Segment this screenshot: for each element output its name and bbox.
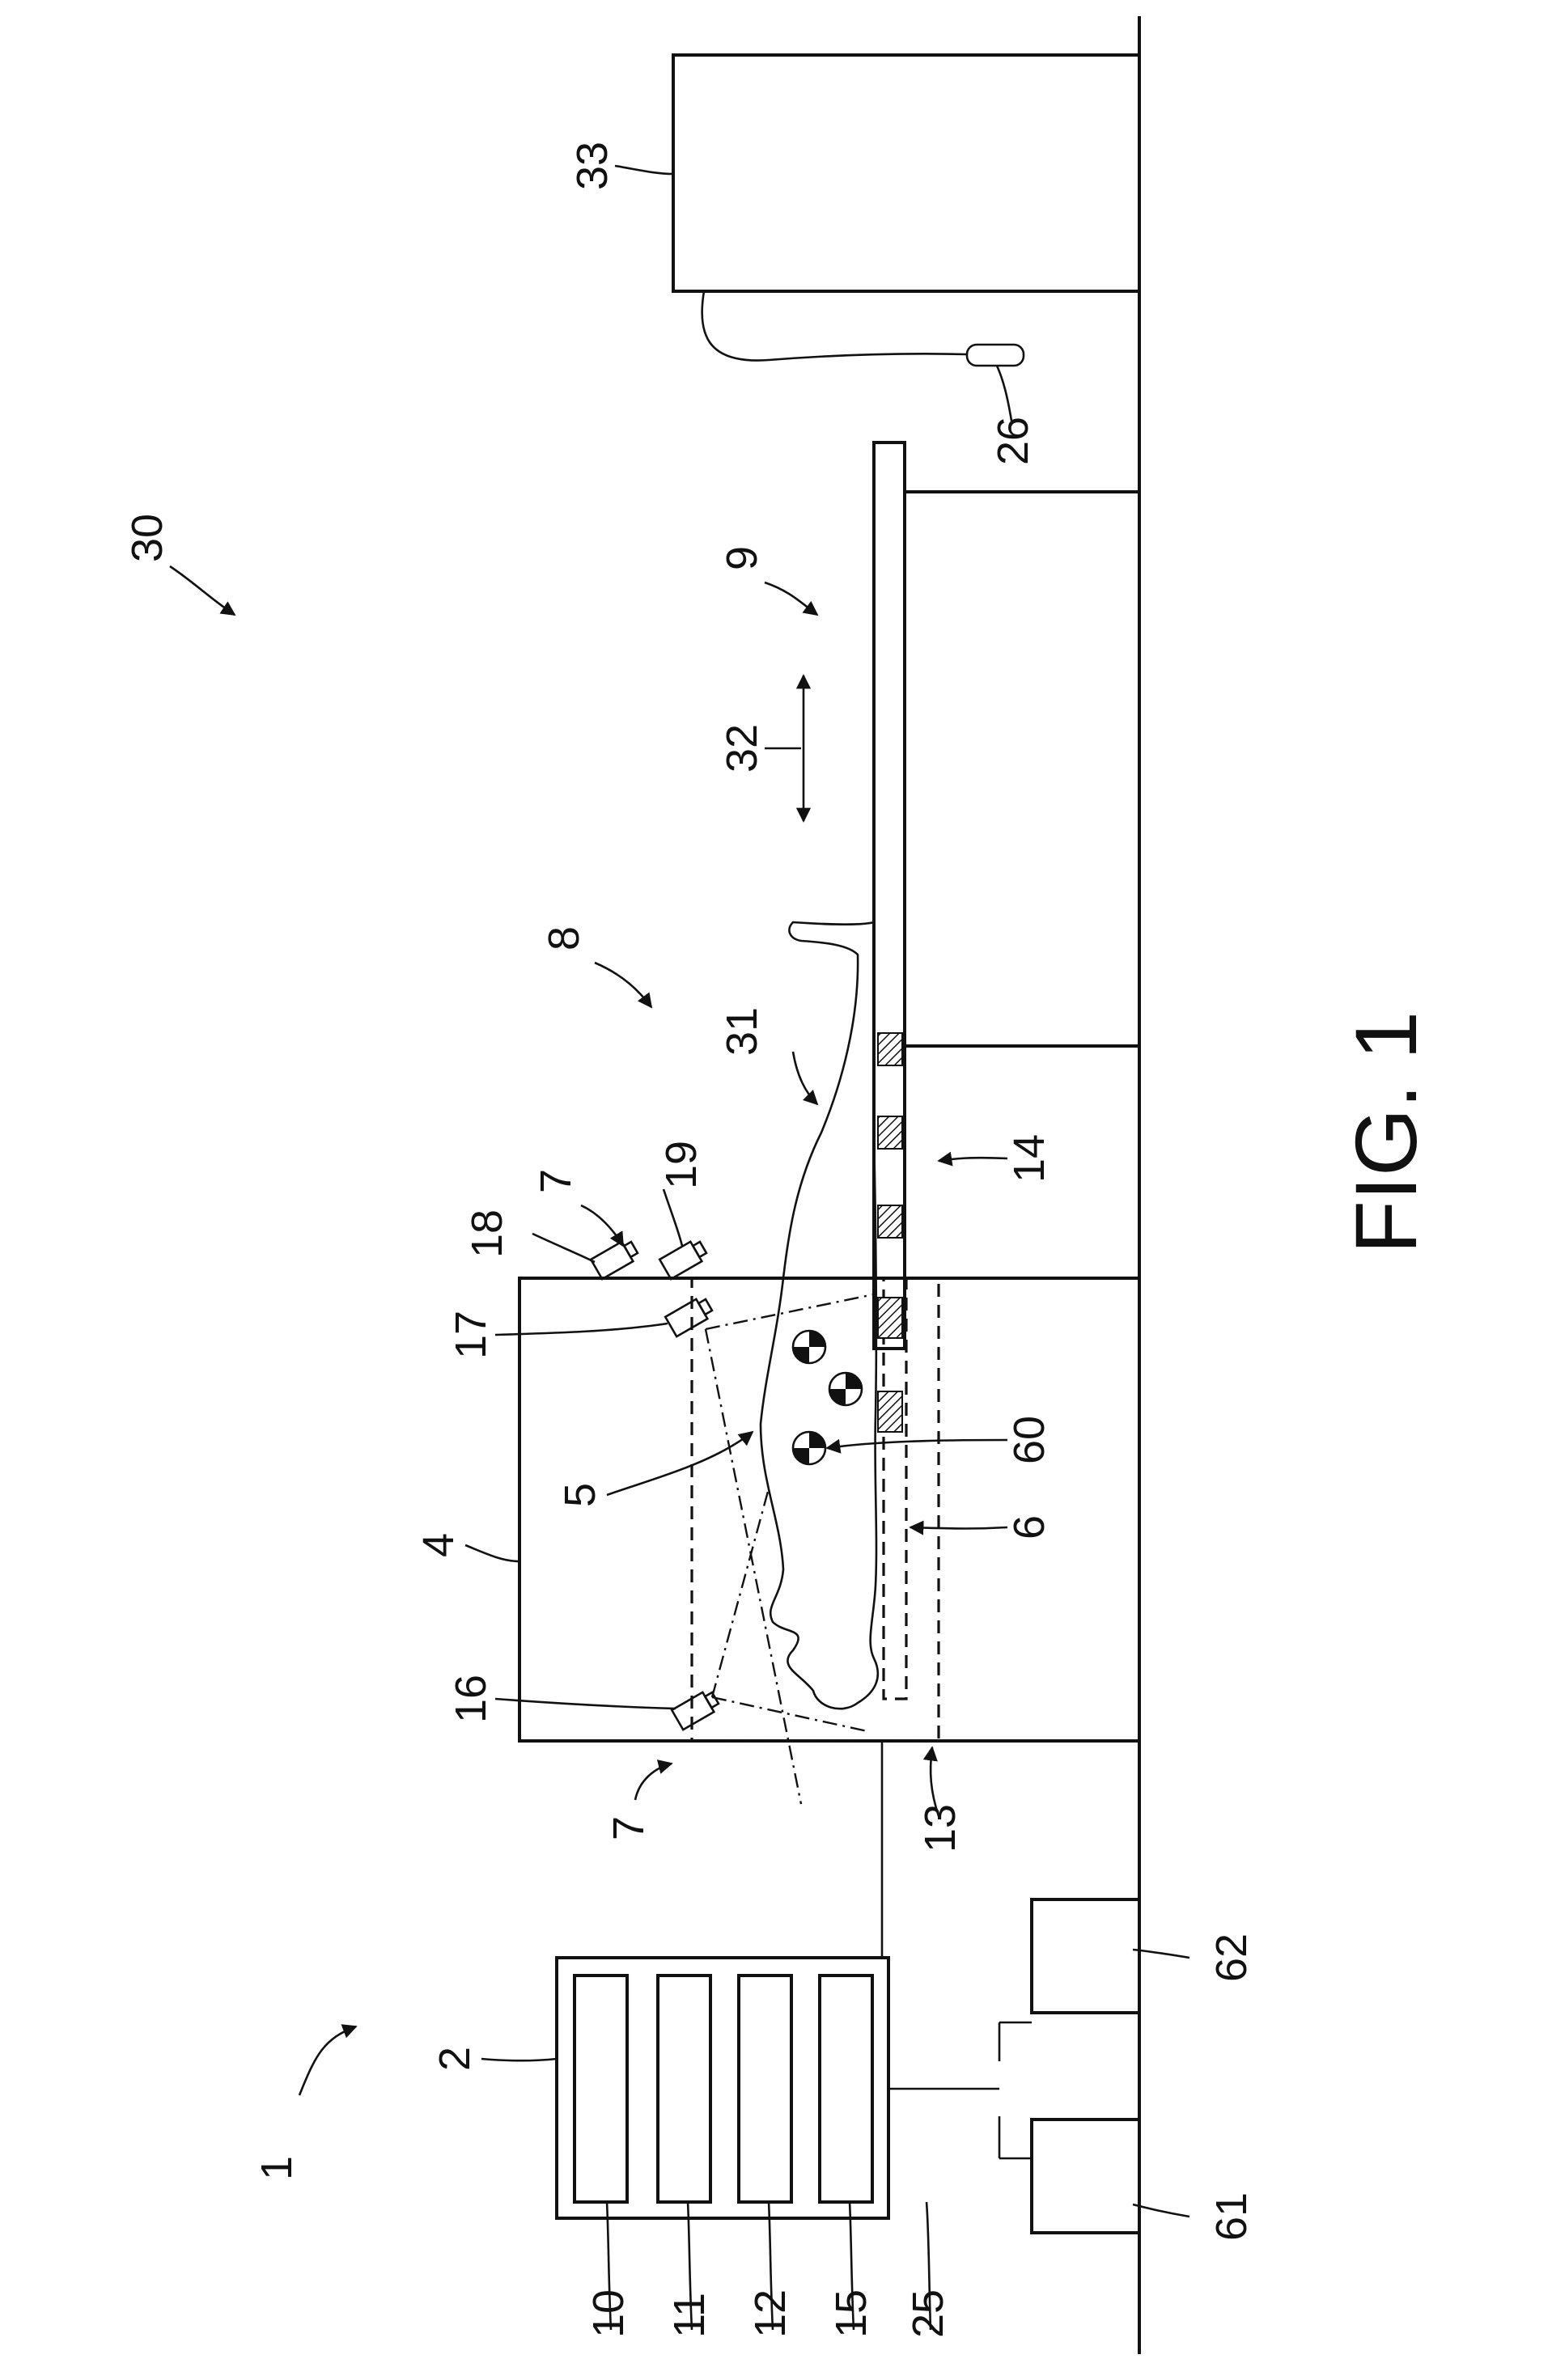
device-62: [1032, 1899, 1139, 2013]
handheld-device-26: [967, 345, 1024, 366]
leader-14: [939, 1158, 1007, 1161]
coil-element: [878, 1205, 902, 1238]
module-11: [658, 1976, 710, 2202]
camera-18: [591, 1238, 640, 1279]
leader-4: [465, 1545, 519, 1561]
module-15: [820, 1976, 872, 2202]
coil-element: [878, 1391, 902, 1432]
imaging-region-6-dashed: [884, 1278, 906, 1699]
gantry-4: [519, 1278, 1139, 1741]
leader-8: [595, 963, 651, 1007]
label-62: 62: [1207, 1933, 1256, 1982]
label-1: 1: [252, 2156, 301, 2180]
leader-16: [495, 1699, 676, 1709]
label-30: 30: [123, 514, 172, 562]
label-9: 9: [718, 546, 766, 570]
cable-26: [702, 291, 967, 361]
label-4: 4: [414, 1533, 463, 1557]
module-10: [575, 1976, 627, 2202]
label-61: 61: [1207, 2192, 1256, 2241]
leader-5: [607, 1432, 753, 1495]
marker-60a: [793, 1331, 825, 1363]
label-5: 5: [556, 1483, 604, 1507]
leader-26: [997, 366, 1011, 421]
label-7a: 7: [532, 1169, 580, 1193]
leader-60: [827, 1440, 1007, 1448]
leader-1: [299, 2026, 356, 2095]
label-25: 25: [904, 2289, 952, 2338]
leader-33: [615, 166, 673, 174]
camera-view-line: [706, 1329, 801, 1804]
label-31: 31: [718, 1007, 766, 1056]
label-33: 33: [568, 142, 617, 190]
label-16: 16: [447, 1675, 495, 1723]
label-17: 17: [447, 1311, 495, 1359]
leader-7a: [581, 1205, 623, 1246]
device-61: [1032, 2120, 1139, 2233]
label-26: 26: [989, 417, 1037, 465]
label-14: 14: [1005, 1134, 1054, 1183]
camera-17: [665, 1295, 715, 1336]
patient-outline-31: [761, 922, 878, 1709]
leader-31: [793, 1052, 817, 1104]
cabinet-33: [673, 55, 1139, 291]
label-60: 60: [1005, 1416, 1054, 1464]
camera-view-line: [712, 1697, 867, 1731]
camera-view-line: [712, 1489, 769, 1697]
module-12: [739, 1976, 791, 2202]
control-unit-2: [557, 1958, 888, 2218]
camera-19: [659, 1238, 709, 1279]
label-32: 32: [718, 724, 766, 773]
label-6: 6: [1005, 1515, 1054, 1539]
leader-61: [1133, 2204, 1189, 2217]
leader-18: [532, 1234, 595, 1262]
coil-element: [878, 1033, 902, 1065]
leader-30: [170, 566, 235, 615]
camera-view-line: [706, 1294, 874, 1329]
leader-2: [481, 2059, 557, 2060]
label-15: 15: [827, 2289, 876, 2338]
marker-60c: [793, 1432, 825, 1464]
label-8: 8: [540, 926, 588, 951]
leader-6: [910, 1527, 1007, 1529]
marker-60b: [829, 1373, 862, 1405]
label-19: 19: [657, 1141, 706, 1189]
leader-62: [1133, 1950, 1189, 1958]
label-12: 12: [746, 2289, 795, 2338]
label-10: 10: [584, 2289, 633, 2338]
label-2: 2: [430, 2047, 479, 2071]
leader-9: [765, 582, 817, 615]
label-13: 13: [916, 1804, 965, 1853]
leader-7b: [635, 1764, 672, 1800]
figure-caption: FIG. 1: [1337, 1011, 1435, 1254]
label-7b: 7: [604, 1816, 653, 1840]
coil-element: [878, 1298, 902, 1338]
coil-element: [878, 1116, 902, 1149]
label-18: 18: [463, 1209, 511, 1258]
label-11: 11: [665, 2293, 714, 2338]
leader-19: [664, 1189, 682, 1246]
